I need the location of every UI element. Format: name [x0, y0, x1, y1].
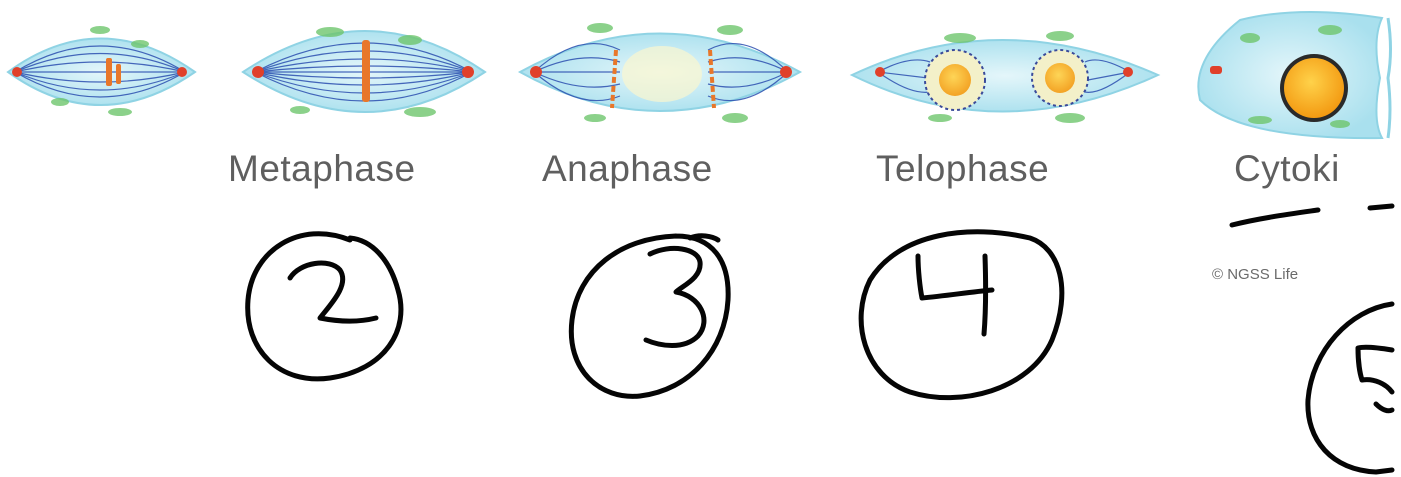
handwritten-circle-5	[1308, 304, 1392, 472]
cell-anaphase	[520, 23, 800, 123]
label-telophase: Telophase	[876, 148, 1049, 190]
handwritten-circle-2	[248, 234, 401, 379]
handwritten-underline	[1232, 206, 1392, 225]
label-metaphase: Metaphase	[228, 148, 416, 190]
handwritten-circle-3	[571, 236, 728, 397]
cell-telophase	[852, 31, 1158, 123]
label-cytokinesis: Cytoki	[1234, 148, 1340, 190]
copyright-credit: © NGSS Life	[1212, 266, 1298, 283]
cell-cytokinesis	[1198, 12, 1390, 138]
label-anaphase: Anaphase	[542, 148, 713, 190]
handwritten-circle-4	[861, 232, 1062, 398]
cell-metaphase	[243, 27, 485, 117]
cell-prometaphase	[8, 26, 195, 116]
